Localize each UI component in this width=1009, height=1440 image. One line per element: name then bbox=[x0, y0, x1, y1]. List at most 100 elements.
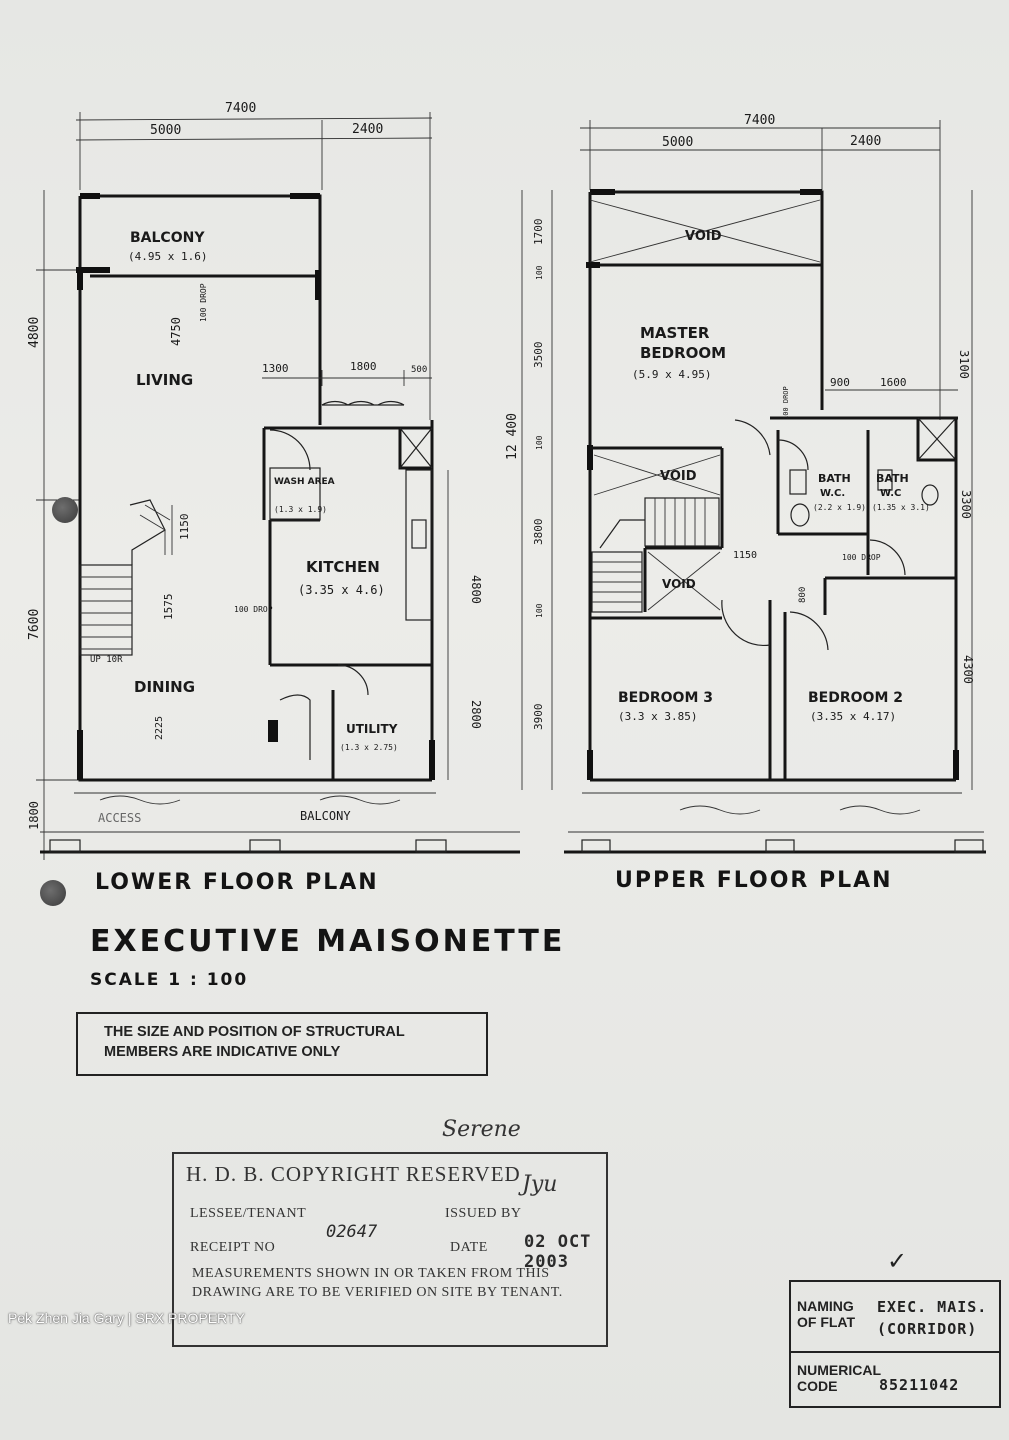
kitchen-size: (3.35 x 4.6) bbox=[298, 583, 385, 597]
lower-dim-1150: 1150 bbox=[178, 514, 191, 541]
lower-floor-plan-title: LOWER FLOOR PLAN bbox=[95, 870, 379, 895]
lower-dim-1800-k: 1800 bbox=[350, 360, 377, 373]
numerical-key-line-1: NUMERICAL bbox=[797, 1362, 881, 1378]
naming-value: EXEC. MAIS. (CORRIDOR) bbox=[877, 1296, 987, 1340]
void-small-label: VOID bbox=[662, 577, 696, 591]
utility-size: (1.3 x 2.75) bbox=[340, 743, 398, 752]
upper-dim-3900: 3900 bbox=[532, 704, 545, 731]
bath1-size: (2.2 x 1.9) bbox=[813, 503, 866, 512]
lower-dim-7400: 7400 bbox=[225, 101, 256, 116]
balcony-label: BALCONY bbox=[130, 230, 205, 246]
upper-inner-dimensions: 900 1600 1150 800 100 DROP 100 DROP 3100… bbox=[733, 190, 975, 790]
lower-inner-dimensions: 1300 1800 500 4800 2800 4750 100 DROP 11… bbox=[154, 283, 483, 780]
utility-label: UTILITY bbox=[346, 722, 398, 736]
upper-dim-3300: 3300 bbox=[959, 490, 973, 519]
naming-divider bbox=[791, 1351, 999, 1353]
upper-floor-plan-title: UPPER FLOOR PLAN bbox=[615, 868, 893, 893]
upper-left-dimensions: 1700 100 3500 100 3800 100 3900 12 400 bbox=[505, 190, 553, 790]
upper-drop-a: 100 DROP bbox=[782, 386, 790, 420]
upper-dim-100b: 100 bbox=[535, 435, 544, 450]
upper-dim-800: 800 bbox=[798, 587, 808, 603]
lower-staircase bbox=[79, 499, 173, 656]
lower-balcony-strip-label: BALCONY bbox=[300, 809, 351, 823]
lower-dim-4800-side: 4800 bbox=[27, 317, 42, 348]
stair-up-label: UP 10R bbox=[90, 655, 123, 665]
void-top-label: VOID bbox=[685, 229, 722, 244]
lower-dim-7600: 7600 bbox=[27, 609, 42, 640]
lessee-label: LESSEE/TENANT bbox=[190, 1206, 307, 1221]
punch-hole-bottom bbox=[40, 880, 66, 906]
upper-dim-3100: 3100 bbox=[957, 350, 971, 379]
bath2-size: (1.35 x 3.1) bbox=[872, 503, 930, 512]
naming-key-line-1: NAMING bbox=[797, 1298, 854, 1314]
stamp-title: H. D. B. COPYRIGHT RESERVED bbox=[186, 1162, 521, 1186]
upper-dim-3500: 3500 bbox=[532, 342, 545, 369]
upper-dim-7400: 7400 bbox=[744, 113, 775, 128]
numerical-code-key: NUMERICAL CODE bbox=[797, 1362, 881, 1394]
wash-area-label: WASH AREA bbox=[274, 477, 335, 487]
lower-drop-living: 100 DROP bbox=[199, 283, 208, 322]
signature: Jyu bbox=[522, 1172, 558, 1197]
watermark: Pek Zhen Jia Gary | SRX PROPERTY bbox=[8, 1310, 245, 1326]
living-label: LIVING bbox=[136, 371, 193, 389]
lower-dim-500: 500 bbox=[411, 365, 427, 375]
punch-hole-top bbox=[52, 497, 78, 523]
bath1-label: BATH bbox=[818, 472, 851, 485]
master-bedroom-label-2: BEDROOM bbox=[640, 344, 726, 362]
dining-label: DINING bbox=[134, 678, 195, 696]
naming-key-line-2: OF FLAT bbox=[797, 1314, 856, 1330]
bath2-wc-label: W.C bbox=[880, 488, 901, 499]
upper-dim-1600: 1600 bbox=[880, 376, 907, 389]
upper-room-labels: VOID MASTER BEDROOM (5.9 x 4.95) VOID VO… bbox=[618, 229, 930, 723]
upper-top-dimensions: 7400 5000 2400 bbox=[580, 113, 941, 420]
upper-dim-1150: 1150 bbox=[733, 550, 757, 561]
hdb-copyright-stamp: H. D. B. COPYRIGHT RESERVED LESSEE/TENAN… bbox=[172, 1152, 608, 1347]
upper-dim-5000: 5000 bbox=[662, 135, 693, 150]
lower-room-labels: BALCONY (4.95 x 1.6) LIVING WASH AREA (1… bbox=[90, 230, 398, 752]
upper-drop-b: 100 DROP bbox=[842, 553, 881, 562]
upper-walls bbox=[586, 189, 959, 782]
upper-dim-900: 900 bbox=[830, 376, 850, 389]
upper-dim-4300: 4300 bbox=[961, 655, 975, 684]
lower-drop-kitchen: 100 DROP bbox=[234, 605, 273, 614]
stamp-footer-text: MEASUREMENTS SHOWN IN OR TAKEN FROM THIS… bbox=[192, 1266, 563, 1300]
lower-dim-1575: 1575 bbox=[162, 594, 175, 621]
kitchen-label: KITCHEN bbox=[306, 558, 380, 576]
structural-notice-box: THE SIZE AND POSITION OF STRUCTURAL MEMB… bbox=[76, 1012, 488, 1076]
upper-ground-strip bbox=[564, 792, 986, 854]
bedroom2-label: BEDROOM 2 bbox=[808, 690, 903, 706]
issued-by-label: ISSUED BY bbox=[445, 1206, 522, 1221]
lower-dim-2225: 2225 bbox=[154, 716, 165, 740]
bedroom3-size: (3.3 x 3.85) bbox=[618, 710, 697, 723]
balcony-size: (4.95 x 1.6) bbox=[128, 250, 207, 263]
lower-top-dimensions: 7400 5000 2400 bbox=[75, 101, 433, 420]
lower-dim-2800: 2800 bbox=[469, 700, 483, 729]
lower-dim-4800-k: 4800 bbox=[469, 575, 483, 604]
naming-key: NAMING OF FLAT bbox=[797, 1298, 855, 1330]
page-title: EXECUTIVE MAISONETTE bbox=[90, 924, 566, 959]
bath1-wc-label: W.C. bbox=[820, 488, 845, 499]
bedroom2-size: (3.35 x 4.17) bbox=[810, 710, 896, 723]
bedroom3-label: BEDROOM 3 bbox=[618, 690, 713, 706]
wash-area-size: (1.3 x 1.9) bbox=[274, 505, 327, 514]
bath2-label: BATH bbox=[876, 472, 909, 485]
master-bedroom-size: (5.9 x 4.95) bbox=[632, 368, 711, 381]
handwritten-note: Serene bbox=[442, 1117, 521, 1142]
naming-value-line-2: (CORRIDOR) bbox=[877, 1320, 978, 1338]
upper-dim-2400: 2400 bbox=[850, 134, 881, 149]
upper-dim-3800: 3800 bbox=[532, 519, 545, 546]
numerical-code-value: 85211042 bbox=[879, 1376, 960, 1394]
lower-dim-1800: 1800 bbox=[27, 801, 41, 830]
issue-date: 02 OCT 2003 bbox=[524, 1232, 592, 1272]
receipt-label: RECEIPT NO bbox=[190, 1240, 276, 1255]
naming-value-line-1: EXEC. MAIS. bbox=[877, 1298, 988, 1316]
upper-dim-1700: 1700 bbox=[532, 219, 545, 246]
upper-staircase bbox=[591, 497, 720, 613]
lower-dim-1300: 1300 bbox=[262, 362, 289, 375]
master-bedroom-label-1: MASTER bbox=[640, 324, 710, 342]
lower-dim-5000: 5000 bbox=[150, 123, 181, 138]
upper-dim-100a: 100 bbox=[535, 265, 544, 280]
notice-line-2: MEMBERS ARE INDICATIVE ONLY bbox=[104, 1044, 341, 1060]
stamp-lessee-row: LESSEE/TENANT ISSUED BY bbox=[190, 1206, 521, 1222]
